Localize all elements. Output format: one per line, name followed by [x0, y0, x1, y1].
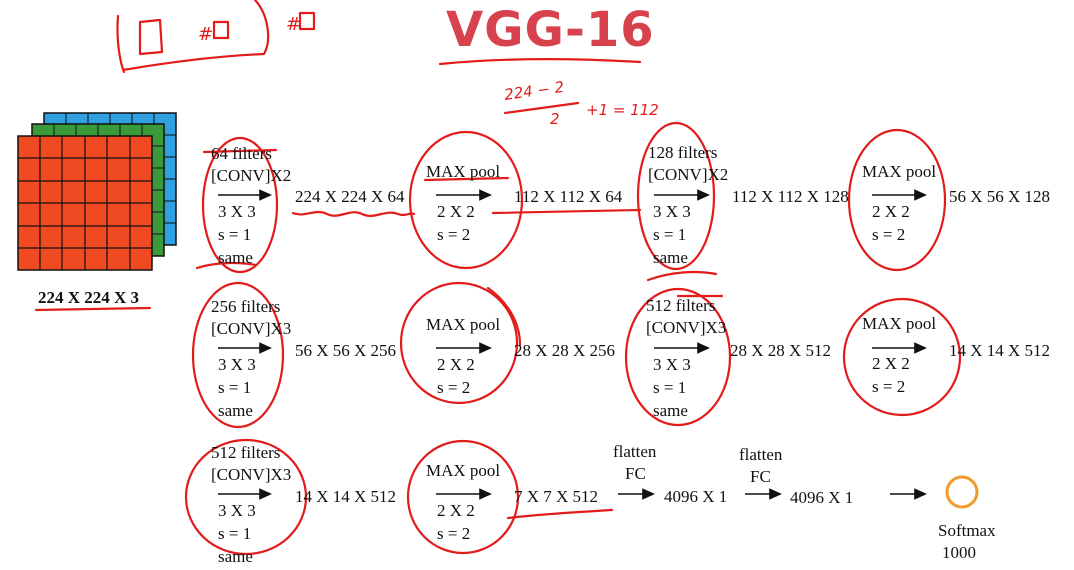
- conv-filters: 512 filters: [211, 444, 280, 461]
- pool-kernel: 2 X 2: [872, 355, 910, 372]
- pool-stride: s = 2: [872, 226, 905, 243]
- conv-stride: s = 1: [218, 525, 251, 542]
- conv-kernel: 3 X 3: [218, 502, 256, 519]
- pool-label: MAX pool: [426, 316, 500, 333]
- pool-kernel: 2 X 2: [872, 203, 910, 220]
- calc-result: +1 = 112: [586, 101, 659, 119]
- pool-label: MAX pool: [862, 315, 936, 332]
- input-label: 224 X 224 X 3: [38, 289, 139, 306]
- fc-label: FC: [750, 468, 771, 485]
- pool-label: MAX pool: [426, 462, 500, 479]
- pool-kernel: 2 X 2: [437, 356, 475, 373]
- conv-padding: same: [653, 402, 688, 419]
- conv-filters: 64 filters: [211, 145, 272, 162]
- output-dimension: 56 X 56 X 256: [295, 342, 396, 359]
- output-dimension: 14 X 14 X 512: [949, 342, 1050, 359]
- output-dimension: 14 X 14 X 512: [295, 488, 396, 505]
- svg-text:#: #: [198, 24, 213, 45]
- output-dimension: 112 X 112 X 128: [732, 188, 849, 205]
- output-dimension: 56 X 56 X 128: [949, 188, 1050, 205]
- conv-padding: same: [218, 402, 253, 419]
- conv-padding: same: [218, 548, 253, 565]
- conv-stride: s = 1: [218, 379, 251, 396]
- conv-label: [CONV]X2: [648, 166, 728, 183]
- pool-kernel: 2 X 2: [437, 203, 475, 220]
- conv-label: [CONV]X3: [646, 319, 726, 336]
- output-dimension: 224 X 224 X 64: [295, 188, 405, 205]
- softmax-node: [947, 477, 977, 507]
- pool-stride: s = 2: [437, 226, 470, 243]
- conv-label: [CONV]X3: [211, 466, 291, 483]
- fc-label: FC: [625, 465, 646, 482]
- conv-filters: 256 filters: [211, 298, 280, 315]
- conv-padding: same: [653, 249, 688, 266]
- output-dimension: 4096 X 1: [664, 488, 727, 505]
- output-dimension: 112 X 112 X 64: [514, 188, 622, 205]
- pool-kernel: 2 X 2: [437, 502, 475, 519]
- conv-label: [CONV]X2: [211, 167, 291, 184]
- fc-flatten-label: flatten: [613, 443, 656, 460]
- conv-padding: same: [218, 249, 253, 266]
- conv-filters: 128 filters: [648, 144, 717, 161]
- conv-kernel: 3 X 3: [653, 203, 691, 220]
- pool-stride: s = 2: [437, 525, 470, 542]
- svg-text:#: #: [286, 14, 301, 35]
- output-dimension: 28 X 28 X 256: [514, 342, 615, 359]
- conv-stride: s = 1: [653, 379, 686, 396]
- calc-denominator: 2: [550, 110, 560, 128]
- pool-label: MAX pool: [426, 163, 500, 180]
- conv-stride: s = 1: [218, 226, 251, 243]
- fc-flatten-label: flatten: [739, 446, 782, 463]
- pool-label: MAX pool: [862, 163, 936, 180]
- output-dimension: 4096 X 1: [790, 489, 853, 506]
- output-dimension: 7 X 7 X 512: [514, 488, 598, 505]
- input-red-layer: [18, 136, 152, 270]
- pool-stride: s = 2: [437, 379, 470, 396]
- conv-kernel: 3 X 3: [218, 356, 256, 373]
- softmax-count: 1000: [942, 544, 976, 561]
- conv-kernel: 3 X 3: [653, 356, 691, 373]
- pool-stride: s = 2: [872, 378, 905, 395]
- softmax-label: Softmax: [938, 522, 996, 539]
- conv-label: [CONV]X3: [211, 320, 291, 337]
- conv-filters: 512 filters: [646, 297, 715, 314]
- calc-annotation: 224 − 2 2 +1 = 112: [503, 78, 659, 128]
- output-dimension: 28 X 28 X 512: [730, 342, 831, 359]
- conv-stride: s = 1: [653, 226, 686, 243]
- calc-numerator: 224 − 2: [503, 78, 565, 104]
- conv-kernel: 3 X 3: [218, 203, 256, 220]
